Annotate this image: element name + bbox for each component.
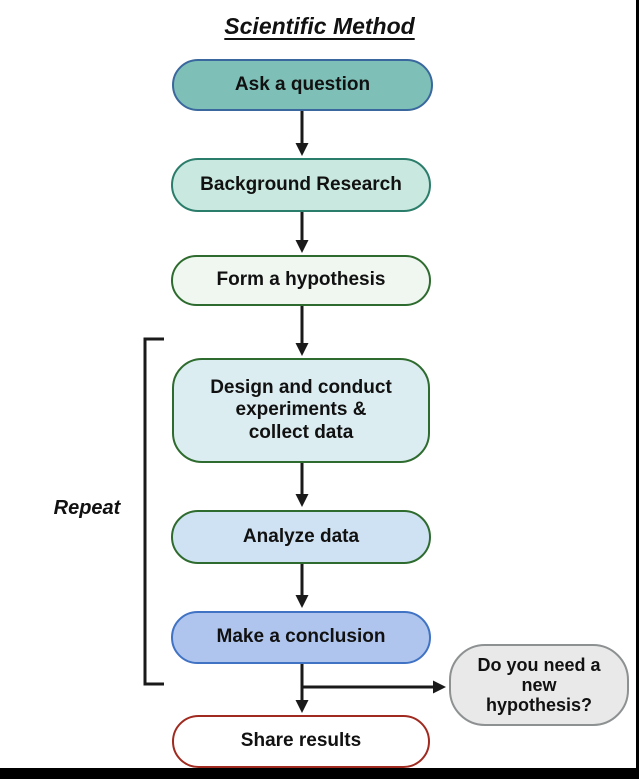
node-label: Analyze data — [242, 525, 360, 547]
repeat-bracket-icon — [143, 337, 164, 686]
node-label: Share results — [240, 730, 362, 752]
node-form-hypothesis: Form a hypothesis — [171, 255, 431, 306]
node-design-experiments: Design and conduct experiments & collect… — [172, 358, 430, 463]
node-ask-question: Ask a question — [172, 59, 433, 111]
node-analyze-data: Analyze data — [171, 510, 431, 564]
node-label: Make a conclusion — [216, 626, 386, 648]
arrow-background-to-hypothesis-icon — [295, 212, 309, 253]
node-label: Form a hypothesis — [216, 269, 386, 291]
page-title: Scientific Method — [0, 13, 639, 40]
decision-node: Do you need a new hypothesis? — [449, 644, 629, 726]
arrow-analyze-to-conclusion-icon — [295, 564, 309, 608]
arrow-hypothesis-to-design-icon — [295, 306, 309, 356]
page-title-text: Scientific Method — [224, 13, 415, 39]
repeat-label: Repeat — [53, 497, 121, 519]
arrow-branch-to-decision-icon — [302, 680, 446, 694]
node-background-research: Background Research — [171, 158, 431, 212]
frame-bottom-border — [0, 768, 639, 779]
arrow-conclusion-to-share-icon — [295, 664, 309, 713]
decision-label: Do you need a new hypothesis? — [477, 654, 601, 716]
arrow-design-to-analyze-icon — [295, 463, 309, 507]
frame-right-border — [636, 0, 639, 779]
node-make-conclusion: Make a conclusion — [171, 611, 431, 664]
node-label: Background Research — [200, 173, 402, 195]
arrow-ask-to-background-icon — [295, 111, 309, 156]
node-label: Ask a question — [234, 73, 371, 95]
node-label: Design and conduct experiments & collect… — [210, 377, 392, 443]
node-share-results: Share results — [172, 715, 430, 768]
